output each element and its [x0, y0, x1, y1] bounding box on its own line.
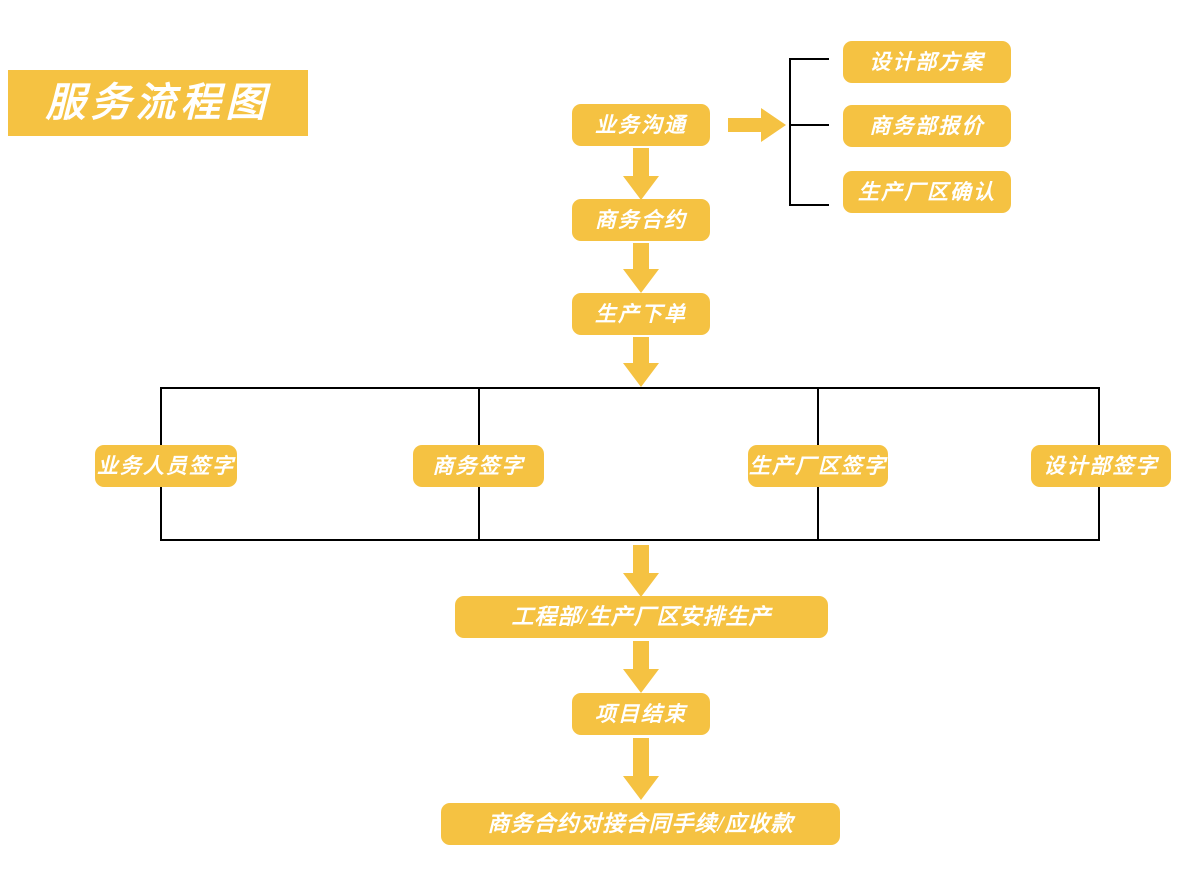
- node-label: 生产厂区确认: [858, 179, 996, 204]
- node-business-contract[interactable]: 商务合约: [572, 199, 710, 241]
- node-production-order[interactable]: 生产下单: [572, 293, 710, 335]
- node-arrange-production[interactable]: 工程部/生产厂区安排生产: [455, 596, 828, 638]
- node-label: 项目结束: [595, 701, 687, 726]
- node-sign-sales[interactable]: 业务人员签字: [95, 445, 237, 487]
- signature-bracket-bottom: [160, 539, 1100, 541]
- node-sign-business[interactable]: 商务签字: [413, 445, 544, 487]
- arrow-down-icon: [623, 738, 659, 800]
- node-label: 设计部方案: [869, 49, 985, 74]
- node-label: 生产厂区签字: [749, 453, 887, 478]
- arrow-down-icon: [623, 545, 659, 597]
- node-design-plan[interactable]: 设计部方案: [843, 41, 1011, 83]
- node-business-quote[interactable]: 商务部报价: [843, 105, 1011, 147]
- node-contract-settlement[interactable]: 商务合约对接合同手续/应收款: [441, 803, 840, 845]
- arrow-down-icon: [623, 337, 659, 387]
- bracket-stub-middle: [789, 124, 829, 126]
- title-banner: 服务流程图: [8, 70, 308, 136]
- arrow-down-icon: [623, 243, 659, 293]
- bracket-stub-bottom: [789, 204, 829, 206]
- node-label: 商务部报价: [869, 113, 985, 138]
- node-label: 业务人员签字: [97, 453, 235, 478]
- node-label: 设计部签字: [1043, 453, 1159, 478]
- node-factory-confirm[interactable]: 生产厂区确认: [843, 171, 1011, 213]
- node-label: 工程部/生产厂区安排生产: [511, 604, 772, 629]
- arrow-down-icon: [623, 641, 659, 693]
- signature-bracket-top: [160, 387, 1100, 389]
- arrow-right-icon: [728, 108, 786, 142]
- node-label: 商务签字: [432, 453, 525, 478]
- node-project-end[interactable]: 项目结束: [572, 693, 710, 735]
- bracket-spine: [789, 58, 791, 206]
- node-business-communication[interactable]: 业务沟通: [572, 104, 710, 146]
- bracket-stub-top: [789, 58, 829, 60]
- node-label: 业务沟通: [595, 112, 687, 137]
- node-label: 生产下单: [595, 301, 687, 326]
- node-sign-factory[interactable]: 生产厂区签字: [748, 445, 888, 487]
- node-label: 商务合约对接合同手续/应收款: [487, 811, 794, 836]
- node-sign-design[interactable]: 设计部签字: [1031, 445, 1171, 487]
- node-label: 商务合约: [595, 207, 687, 232]
- arrow-down-icon: [623, 148, 659, 200]
- page-title: 服务流程图: [45, 80, 271, 125]
